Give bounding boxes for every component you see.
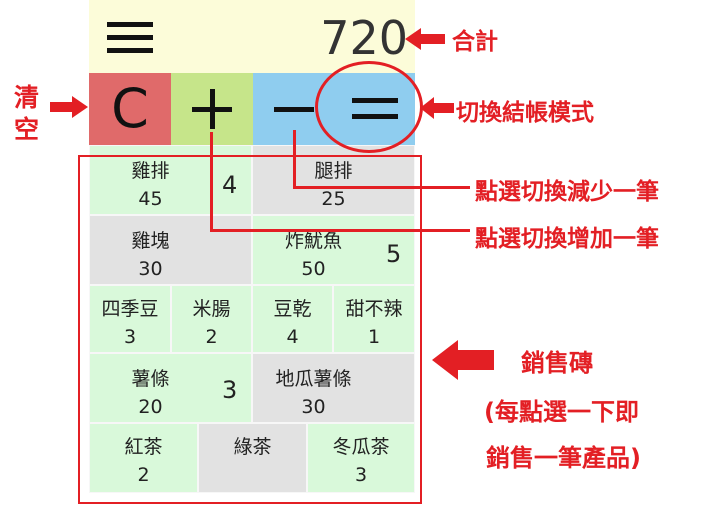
hamburger-icon[interactable] — [107, 22, 153, 54]
annotation-sales-line3: 銷售一筆產品) — [486, 444, 641, 472]
leader-line-subtract — [293, 186, 470, 189]
annotation-total: 合計 — [452, 29, 498, 55]
arrow-left-icon — [432, 340, 494, 380]
arrow-right-icon — [50, 96, 88, 118]
clear-button[interactable]: C — [89, 73, 171, 145]
annotation-subtract-mode: 點選切換減少一筆 — [475, 179, 659, 205]
product-tile[interactable]: 冬瓜茶 3 — [307, 423, 415, 493]
annotation-clear-line1: 清 — [14, 83, 40, 112]
product-name: 冬瓜茶 — [332, 436, 390, 458]
product-price: 30 — [301, 396, 326, 418]
product-price: 2 — [137, 464, 150, 486]
annotation-add-mode: 點選切換增加一筆 — [475, 226, 659, 252]
product-price: 1 — [367, 326, 381, 348]
product-name: 地瓜薯條 — [275, 368, 352, 390]
product-quantity: 3 — [222, 376, 238, 404]
product-tile[interactable]: 紅茶 2 — [89, 423, 198, 493]
product-name: 雞排 — [131, 160, 170, 182]
product-price: 45 — [138, 188, 163, 210]
product-price: 30 — [138, 258, 163, 280]
product-price: 25 — [321, 188, 346, 210]
product-tile[interactable]: 甜不辣 1 — [333, 285, 415, 353]
product-price: 3 — [354, 464, 368, 486]
sales-tiles-highlight-box — [78, 155, 422, 504]
arrow-left-icon — [405, 28, 445, 50]
annotation-sales-title: 銷售磚 — [521, 349, 593, 377]
minus-icon — [274, 89, 314, 129]
product-name: 腿排 — [314, 160, 353, 182]
total-amount: 720 — [320, 11, 408, 65]
product-tile[interactable]: 米腸 2 — [171, 285, 252, 353]
annotation-checkout-mode: 切換結帳模式 — [456, 100, 594, 126]
leader-line-add — [210, 132, 213, 232]
product-price: 4 — [286, 326, 299, 348]
product-quantity: 5 — [386, 240, 402, 268]
product-tile[interactable]: 地瓜薯條 30 — [252, 353, 415, 423]
product-tile[interactable]: 炸魷魚 50 5 — [252, 215, 415, 285]
leader-line-add — [210, 229, 470, 232]
clear-label: C — [111, 77, 149, 140]
product-name: 米腸 — [192, 298, 231, 320]
annotation-clear-line2: 空 — [14, 115, 40, 144]
product-tile[interactable]: 薯條 20 3 — [89, 353, 252, 423]
checkout-mode-highlight-circle — [315, 61, 423, 153]
product-name: 炸魷魚 — [284, 230, 342, 252]
product-name: 甜不辣 — [345, 298, 403, 320]
product-price: 20 — [138, 396, 163, 418]
product-tile[interactable]: 四季豆 3 — [89, 285, 171, 353]
product-price: 3 — [123, 326, 137, 348]
leader-line-subtract — [293, 130, 296, 189]
product-price: 2 — [205, 326, 218, 348]
product-tile[interactable]: 綠茶 — [198, 423, 307, 493]
product-price: 50 — [301, 258, 326, 280]
product-tile[interactable]: 豆乾 4 — [252, 285, 333, 353]
product-name: 豆乾 — [273, 298, 312, 320]
product-name: 紅茶 — [124, 436, 163, 458]
arrow-left-icon — [420, 97, 454, 119]
plus-icon — [192, 89, 232, 129]
product-name: 綠茶 — [233, 436, 272, 458]
product-name: 薯條 — [131, 368, 170, 390]
product-quantity: 4 — [222, 171, 238, 199]
annotation-sales-line2: (每點選一下即 — [484, 398, 639, 426]
product-name: 雞塊 — [131, 230, 170, 252]
product-name: 四季豆 — [101, 298, 159, 320]
product-tile[interactable]: 雞塊 30 — [89, 215, 252, 285]
